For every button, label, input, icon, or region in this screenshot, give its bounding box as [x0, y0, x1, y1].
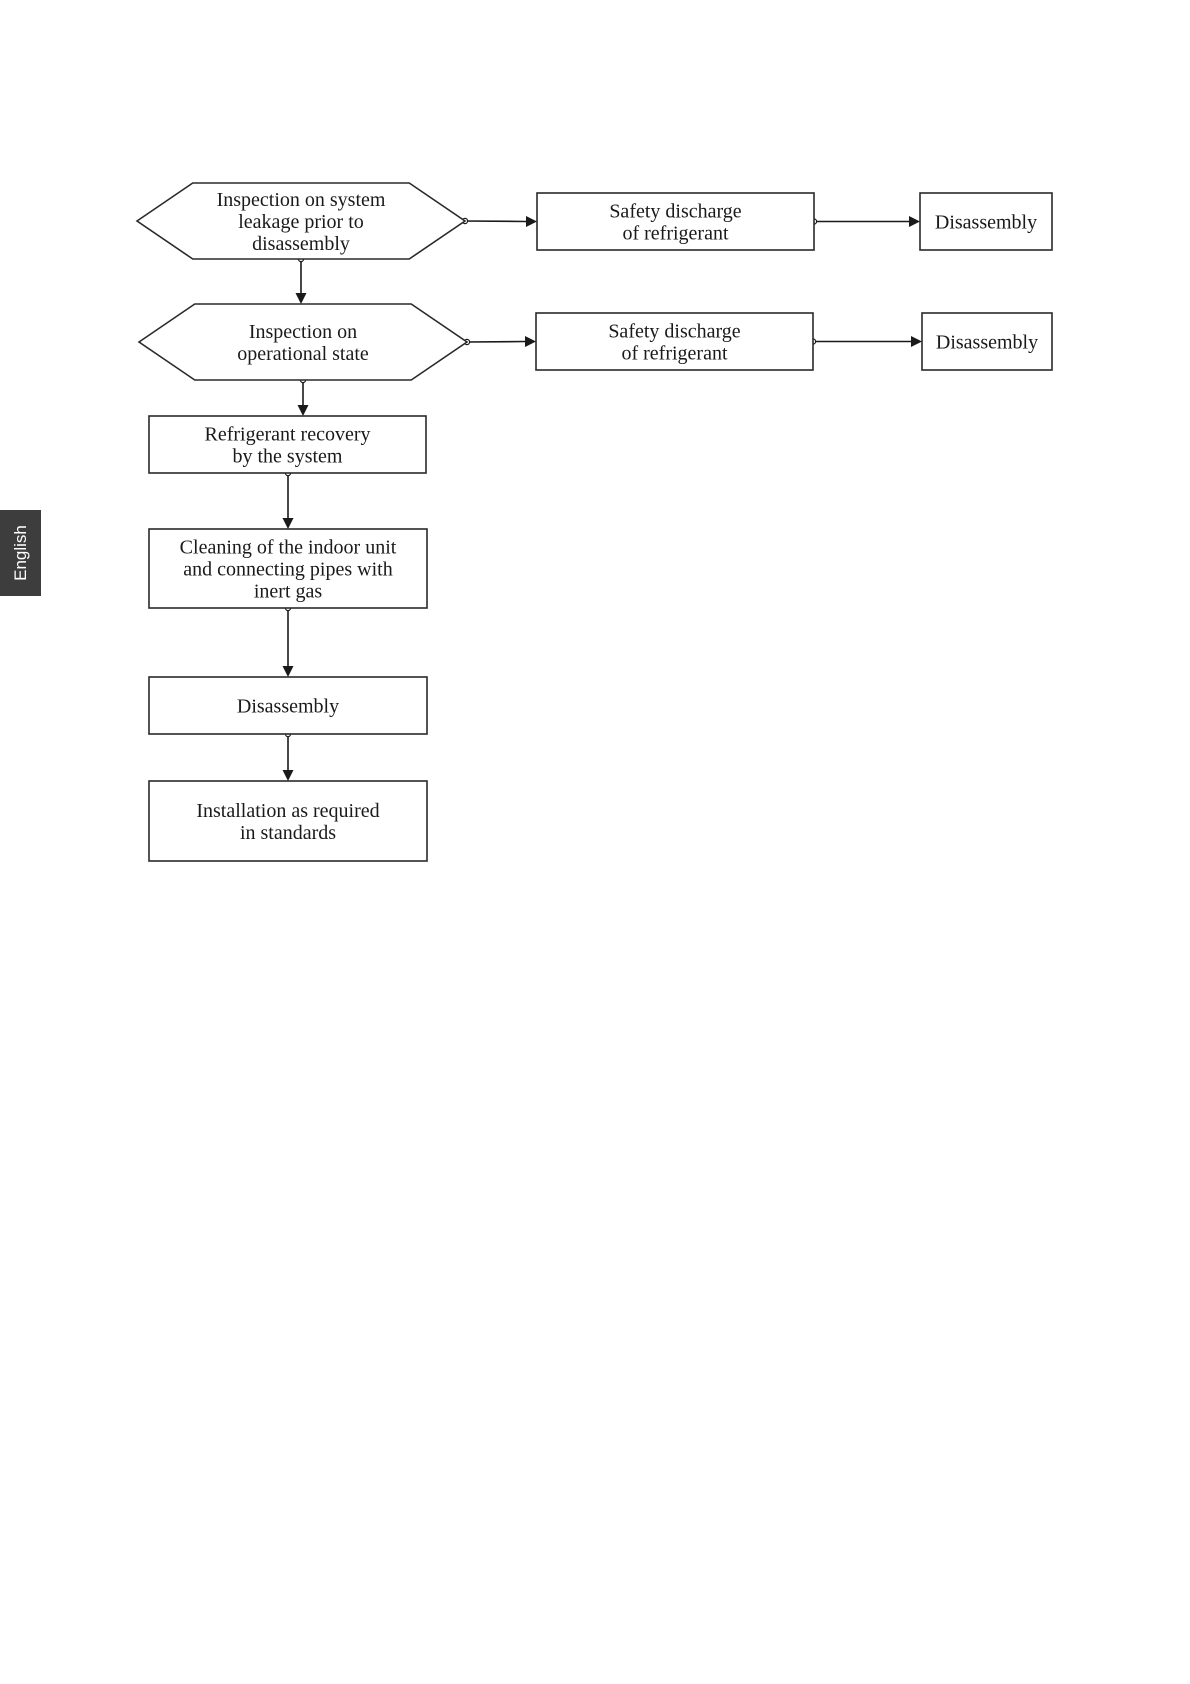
box-shape	[148, 780, 428, 862]
node-label-line: and connecting pipes with	[183, 559, 392, 581]
edge-operational-check-to-recovery	[297, 376, 309, 416]
node-label-line: Refrigerant recovery	[204, 424, 370, 446]
language-tab: English	[0, 510, 41, 596]
connector-line	[464, 220, 527, 223]
edge-operational-check-to-discharge-2	[463, 336, 536, 347]
box-shape	[148, 415, 427, 474]
node-label-line: leakage prior to	[238, 211, 364, 233]
arrow-head-icon	[282, 666, 294, 677]
box-shape	[148, 676, 428, 735]
box-shape	[148, 528, 428, 609]
node-label-line: by the system	[233, 446, 343, 468]
arrow-head-icon	[526, 216, 537, 227]
edge-leak-check-to-operational-check	[295, 255, 307, 304]
arrow-head-icon	[525, 336, 536, 347]
edge-discharge-2-to-disassembly-2	[809, 336, 922, 347]
box-shape	[919, 192, 1053, 251]
box-shape	[535, 312, 814, 371]
node-disassembly-2: Disassembly	[921, 312, 1053, 371]
box-shape	[536, 192, 815, 251]
hexagon-shape	[135, 182, 467, 260]
edge-cleaning-to-disassembly-main	[282, 604, 294, 677]
edge-discharge-1-to-disassembly-1	[810, 216, 920, 227]
node-label-line: Safety discharge	[609, 201, 741, 223]
edge-leak-check-to-discharge-1	[461, 216, 537, 227]
arrow-head-icon	[282, 518, 294, 529]
node-label-line: Disassembly	[237, 696, 339, 718]
node-label-line: Safety discharge	[608, 321, 740, 343]
node-label-line: in standards	[240, 822, 336, 844]
edge-recovery-to-cleaning	[282, 469, 294, 529]
hexagon-shape	[137, 303, 469, 381]
node-label-line: of refrigerant	[622, 223, 728, 245]
node-label-line: operational state	[237, 343, 369, 365]
node-label-line: Disassembly	[936, 332, 1038, 354]
node-disassembly-1: Disassembly	[919, 192, 1053, 251]
node-label-line: of refrigerant	[621, 343, 727, 365]
arrow-head-icon	[295, 293, 307, 304]
node-label-line: Inspection on	[249, 321, 357, 343]
node-label-line: Cleaning of the indoor unit	[180, 537, 397, 559]
arrow-head-icon	[911, 336, 922, 347]
node-label-line: Disassembly	[935, 212, 1037, 234]
node-disassembly-main: Disassembly	[148, 676, 428, 735]
node-label-line: Inspection on system	[217, 189, 386, 211]
node-label-line: inert gas	[254, 581, 323, 603]
edge-disassembly-main-to-installation	[282, 730, 294, 781]
node-label-line: disassembly	[252, 233, 350, 255]
arrow-head-icon	[282, 770, 294, 781]
arrow-head-icon	[909, 216, 920, 227]
connector-line	[466, 340, 526, 343]
node-label-line: Installation as required	[196, 800, 379, 822]
arrow-head-icon	[297, 405, 309, 416]
box-shape	[921, 312, 1053, 371]
